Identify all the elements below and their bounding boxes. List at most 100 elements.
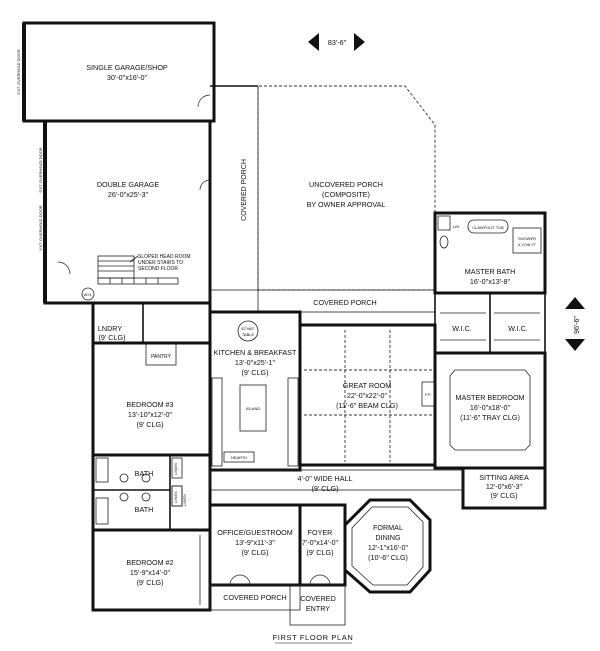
covered-porch-front-label: COVERED PORCH: [223, 593, 287, 602]
garage-door-swing: [197, 94, 211, 108]
hearth-label: HEARTH: [231, 455, 247, 460]
fireplace-label: F.P.: [425, 392, 431, 397]
left-wing: LNDRY (9' CLG) PANTRY BEDROOM #3 13'-10"…: [91, 301, 212, 612]
covered-porch-rear: COVERED PORCH: [209, 289, 436, 313]
covered-porch-front-walls: [209, 584, 301, 611]
kitchen-clg: (9' CLG): [242, 368, 269, 377]
linen-2-label: LINEN: [173, 491, 178, 503]
tray-ceiling: [449, 369, 531, 451]
fireplace: [421, 381, 435, 407]
office-name: OFFICE/GUESTROOM: [217, 528, 292, 537]
width-dimension-label: 83'-6": [328, 38, 347, 47]
breakfast-table: [237, 320, 259, 342]
single-garage-walls: [22, 21, 216, 123]
depth-arrow-down-icon: [565, 339, 585, 351]
depth-dimension: 96'-6": [565, 297, 585, 351]
master-bedroom-name: MASTER BEDROOM: [455, 393, 524, 402]
island-label: ISLAND: [246, 406, 261, 411]
kitchen-name: KITCHEN & BREAKFAST: [214, 348, 297, 357]
uncovered-porch-line3: BY OWNER APPROVAL: [307, 200, 386, 209]
covered-porch-rear-label: COVERED PORCH: [313, 298, 377, 307]
covered-porch-side-label: COVERED PORCH: [241, 159, 248, 221]
sitting-area-size: 12'-0"x6'-3": [486, 482, 523, 491]
water-heater-label: W.H.: [84, 292, 93, 297]
great-room-clg: (11'-6" BEAM CLG): [336, 401, 398, 410]
clawfoot-tub: [467, 219, 509, 234]
bedroom2-name: BEDROOM #2: [126, 558, 173, 567]
clawfoot-tub-label: CLAWFOOT TUB: [472, 225, 504, 230]
linen-bath: [437, 215, 451, 231]
water-heater: [81, 287, 95, 301]
kitchen-island: [239, 384, 267, 432]
width-arrow-right-icon: [354, 33, 365, 51]
overhead-door-double-2-label: 9'X7' OVERHEAD DOOR: [38, 205, 43, 250]
depth-arrow-up-icon: [565, 297, 585, 309]
overhead-door-double-1-label: 9'X7' OVERHEAD DOOR: [38, 147, 43, 192]
foyer-size: 7'-0"x14'-0": [302, 538, 339, 547]
table-label: TABLE: [242, 332, 255, 337]
hall-clg: (9' CLG): [312, 484, 339, 493]
master-bedroom-size: 16'-0"x18'-0": [470, 403, 511, 412]
double-garage-name: DOUBLE GARAGE: [97, 180, 160, 189]
kitchen-size: 13'-0"x25'-1": [235, 358, 276, 367]
covered-porch-side: COVERED PORCH: [210, 85, 259, 312]
bath-upper-label: BATH: [135, 469, 154, 478]
shower-size-label: 4'-0"x6'-0": [518, 242, 537, 247]
pantry-label: PANTRY: [151, 354, 171, 360]
sloped-note-2: UNDER STAIRS TO: [138, 260, 183, 266]
formal-dining-walls: [343, 498, 432, 594]
table-size-label: 42"x60": [241, 326, 255, 331]
stairs: [97, 255, 179, 285]
office-clg: (9' CLG): [242, 548, 269, 557]
uncovered-porch-name: UNCOVERED PORCH: [309, 180, 383, 189]
counter-right: [287, 377, 299, 467]
great-room-name: GREAT ROOM: [343, 381, 391, 390]
wide-hall: 4'-0" WIDE HALL (9' CLG) LINEN: [171, 469, 464, 507]
master-suite: CLAWFOOT TUB SHOWER 4'-0"x6'-0" LIN MAST…: [433, 211, 547, 510]
overhead-door-single-label: 9'X7' OVERHEAD DOOR: [16, 49, 21, 94]
linen-3-label: LINEN: [182, 494, 187, 506]
single-garage-name: SINGLE GARAGE/SHOP: [86, 63, 168, 72]
shower-label: SHOWER: [518, 236, 536, 241]
bedroom2-size: 15'-9"x14'-0": [130, 568, 171, 577]
garage-door-swing-2: [199, 179, 211, 191]
great-room-size: 22'-0"x22'-0": [347, 391, 388, 400]
master-toilet: [439, 235, 449, 249]
counter-left: [211, 377, 223, 467]
dining-size: 12'-1"x16'-0": [368, 543, 409, 552]
hearth: [223, 451, 255, 463]
sloped-note-3: SECOND FLOOR: [138, 266, 178, 272]
office-size: 13'-9"x11'-3": [235, 538, 275, 547]
shower: [512, 227, 542, 254]
foyer-name: FOYER: [308, 528, 333, 537]
sitting-area-name: SITTING AREA: [479, 473, 529, 482]
linen-1-label: LINEN: [173, 463, 178, 475]
master-bedroom-clg: (11'-6" TRAY CLG): [460, 413, 520, 422]
covered-entry-walls: [289, 584, 346, 626]
width-dimension: 83'-6": [308, 33, 365, 51]
bedroom3-name: BEDROOM #3: [126, 400, 173, 409]
bedroom3-clg: (9' CLG): [137, 420, 164, 429]
dining-name-2: DINING: [375, 533, 401, 542]
width-arrow-left-icon: [308, 33, 319, 51]
laundry-name: LNDRY: [98, 324, 122, 333]
master-bath-size: 16'-0"x13'-8": [470, 277, 511, 286]
wic-right-label: W.I.C.: [508, 324, 528, 333]
master-bath-name: MASTER BATH: [465, 267, 516, 276]
bedroom3-size: 13'-10"x12'-0": [128, 410, 173, 419]
garage-door-swing-3: [57, 261, 71, 275]
great-room-walls: [298, 323, 437, 467]
covered-entry-line2: ENTRY: [306, 604, 330, 613]
uncovered-porch-line2: (COMPOSITE): [322, 190, 370, 199]
hall-name: 4'-0" WIDE HALL: [297, 474, 352, 483]
uncovered-porch: UNCOVERED PORCH (COMPOSITE) BY OWNER APP…: [257, 85, 436, 291]
plan-title: FIRST FLOOR PLAN: [273, 633, 354, 642]
bedroom2-clg: (9' CLG): [137, 578, 164, 587]
great-room-area: GREAT ROOM 22'-0"x22'-0" (11'-6" BEAM CL…: [298, 323, 437, 467]
sitting-area-clg: (9' CLG): [491, 491, 518, 500]
lin-bath-label: LIN: [453, 224, 459, 229]
laundry-clg: (9' CLG): [99, 333, 126, 342]
kitchen-walls: [208, 310, 302, 472]
garage-block: W.H. SINGLE GARAGE/SHOP 30'-0"x16'-0" DO…: [16, 21, 216, 305]
